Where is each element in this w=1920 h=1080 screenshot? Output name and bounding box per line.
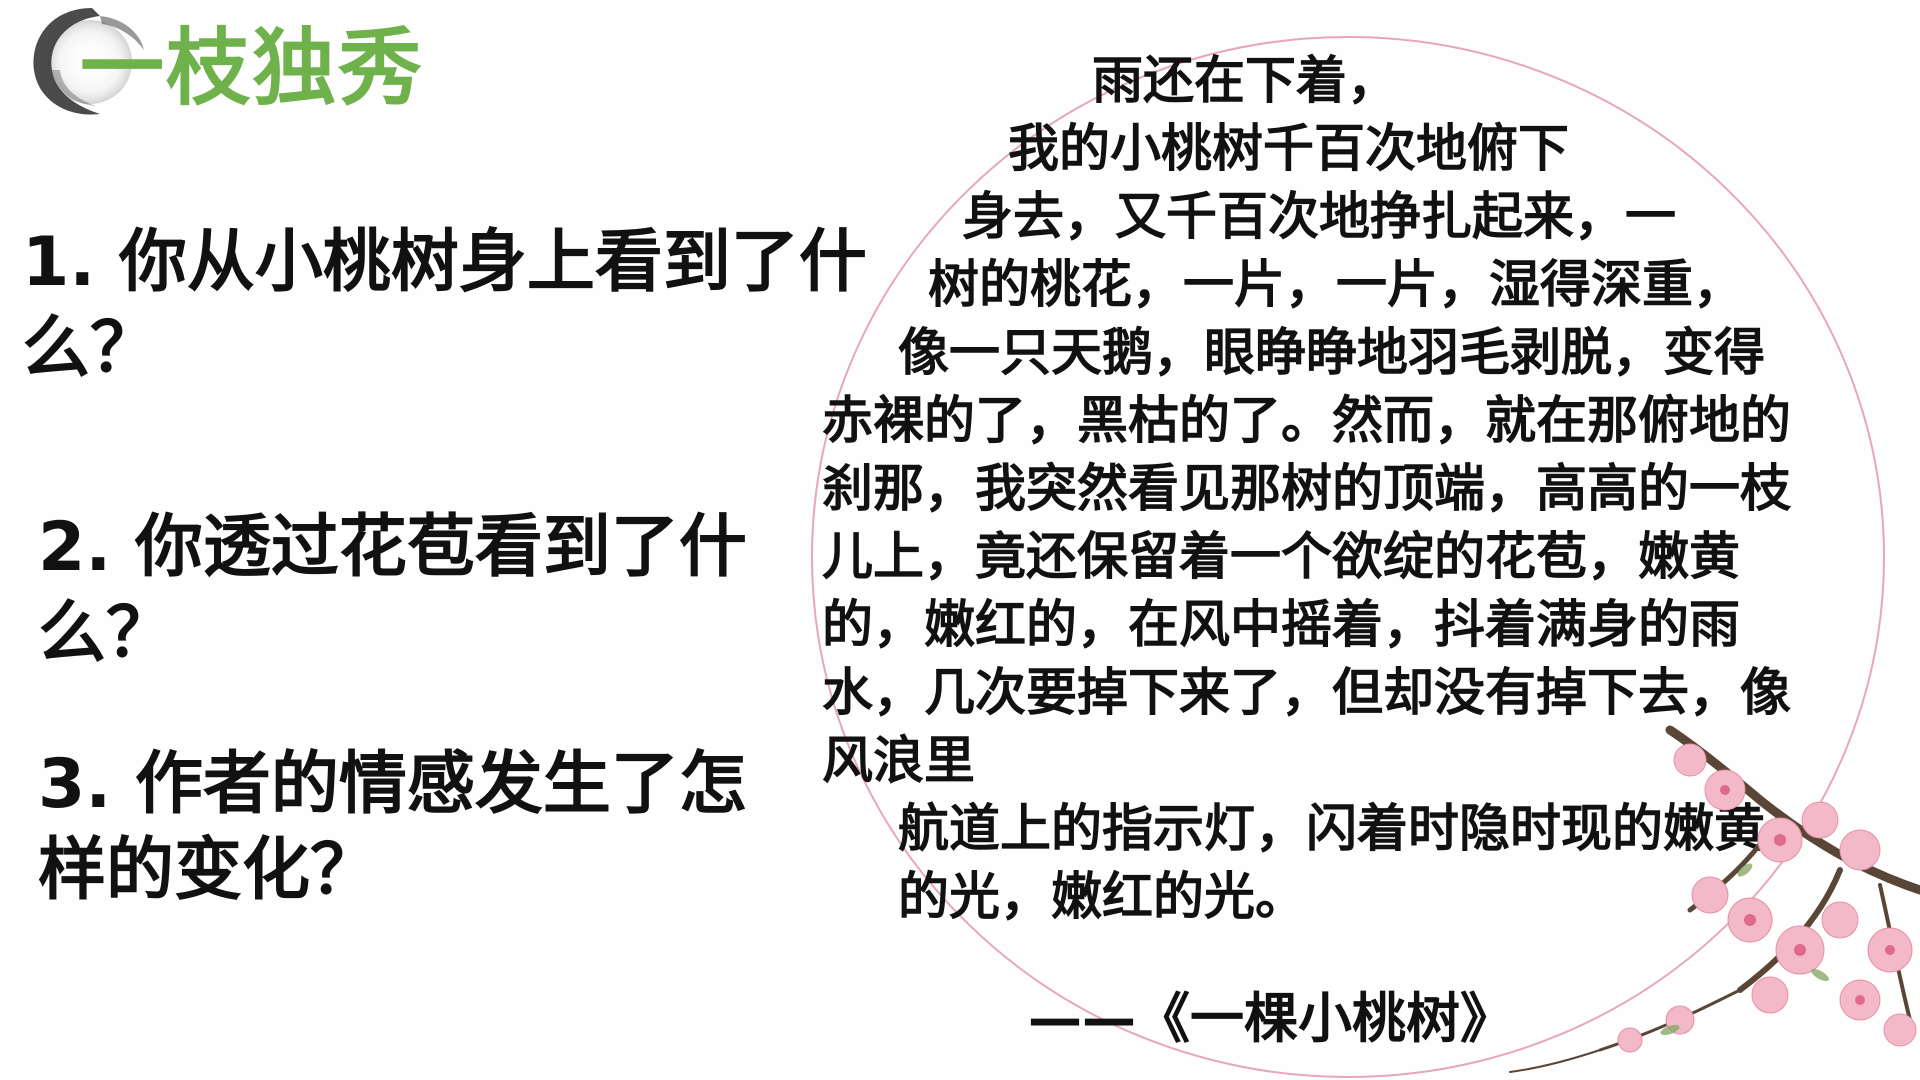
peach-blossom-branch: [1509, 725, 1920, 1073]
excerpt-line: 我的小桃树千百次地俯下: [1008, 120, 1570, 179]
question-3-line-2: 样的变化？: [38, 831, 379, 910]
question-1-line-1: 1. 你从小桃树身上看到了什: [22, 223, 867, 302]
question-3-line-1: 3. 作者的情感发生了怎: [38, 745, 747, 824]
excerpt-line: 树的桃花，一片，一片，湿得深重，: [928, 256, 1745, 315]
excerpt-line: 航道上的指示灯，闪着时隐时现的嫩黄: [898, 800, 1766, 859]
excerpt-source: ——《一棵小桃树》: [1028, 987, 1514, 1050]
excerpt-text: 雨还在下着， 我的小桃树千百次地俯下 身去，又千百次地挣扎起来，一 树的桃花，一…: [820, 48, 1900, 932]
question-2-line-1: 2. 你透过花苞看到了什: [38, 508, 747, 587]
question-2: 2. 你透过花苞看到了什 么？: [38, 505, 778, 677]
excerpt-line: 像一只天鹅，眼睁睁地羽毛剥脱，变得: [898, 324, 1766, 383]
excerpt-line: 风浪里: [822, 732, 976, 791]
page-title: 一枝独秀: [80, 19, 425, 117]
excerpt-line: 的光，嫩红的光。: [898, 868, 1307, 927]
question-1: 1. 你从小桃树身上看到了什 么？: [22, 220, 892, 392]
excerpt-line: 刹那，我突然看见那树的顶端，高高的一枝: [822, 460, 1792, 519]
excerpt-line: 儿上，竟还保留着一个欲绽的花苞，嫩黄: [822, 528, 1741, 587]
question-2-line-2: 么？: [38, 594, 175, 673]
circle-frame: [811, 36, 1885, 1078]
question-3: 3. 作者的情感发生了怎 样的变化？: [38, 742, 778, 914]
excerpt-line: 身去，又千百次地挣扎起来，一: [962, 188, 1677, 247]
excerpt-line: 水，几次要掉下来了，但却没有掉下去，像: [822, 664, 1792, 723]
excerpt-line: 赤裸的了，黑枯的了。然而，就在那俯地的: [822, 392, 1792, 451]
question-1-line-2: 么？: [22, 309, 159, 388]
excerpt-line: 雨还在下着，: [1092, 52, 1399, 111]
excerpt-line: 的，嫩红的，在风中摇着，抖着满身的雨: [822, 596, 1741, 655]
ink-swirl-icon: [33, 8, 144, 115]
